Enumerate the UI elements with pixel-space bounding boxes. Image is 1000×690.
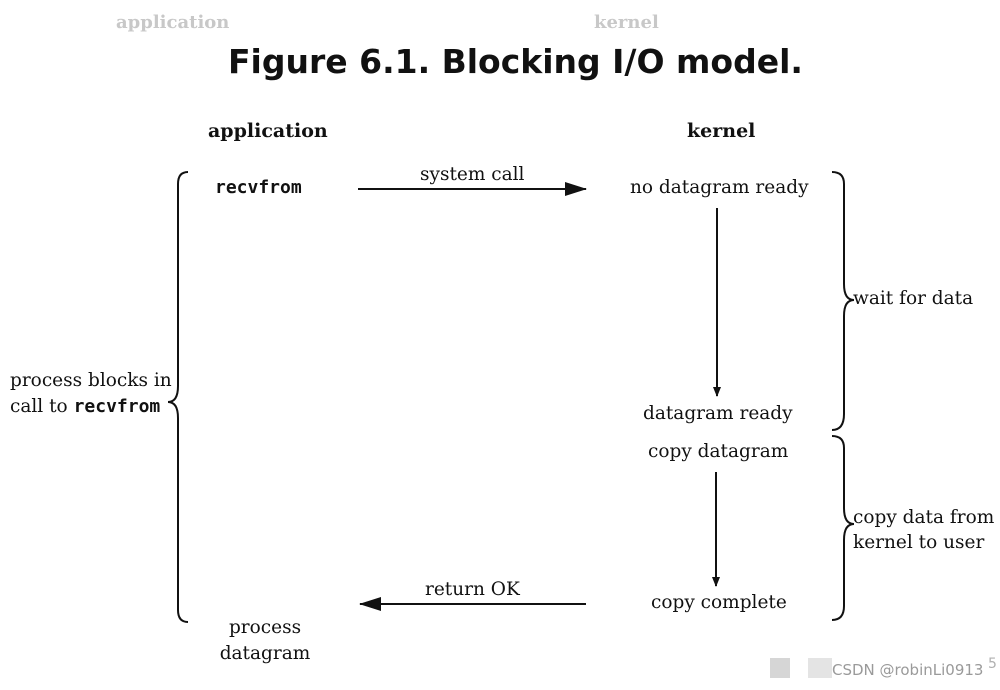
ghost-kernel-label: kernel [594, 12, 659, 33]
copy-data-label-line1: copy data from [853, 507, 995, 528]
datagram-ready-label: datagram ready [643, 403, 793, 424]
call-to-text: call to [10, 396, 74, 417]
copy-data-brace [831, 435, 855, 621]
copy-datagram-label: copy datagram [648, 441, 789, 462]
recvfrom-code: recvfrom [73, 396, 161, 417]
kernel-column-header: kernel [687, 120, 756, 142]
page-number: 5 [988, 656, 997, 672]
process-blocks-label-line1: process blocks in [10, 370, 172, 391]
return-ok-label: return OK [425, 579, 520, 600]
process-blocks-label-line2: call to recvfrom [10, 396, 160, 417]
watermark-block [808, 658, 832, 678]
blocking-brace [167, 171, 189, 623]
process-datagram-line2: datagram [219, 643, 311, 664]
wait-for-data-brace [831, 171, 855, 431]
figure-title: Figure 6.1. Blocking I/O model. [228, 42, 803, 81]
application-column-header: application [208, 120, 328, 142]
process-datagram-line1: process [228, 617, 302, 638]
wait-for-data-label: wait for data [853, 288, 974, 309]
ghost-application-label: application [116, 12, 230, 33]
copy-complete-label: copy complete [651, 592, 787, 613]
watermark-text: CSDN @robinLi0913 [832, 661, 984, 679]
system-call-label: system call [420, 164, 525, 185]
recvfrom-call: recvfrom [215, 177, 302, 198]
no-datagram-ready-label: no datagram ready [630, 177, 809, 198]
watermark-block [770, 658, 790, 678]
copy-data-label-line2: kernel to user [853, 532, 985, 553]
